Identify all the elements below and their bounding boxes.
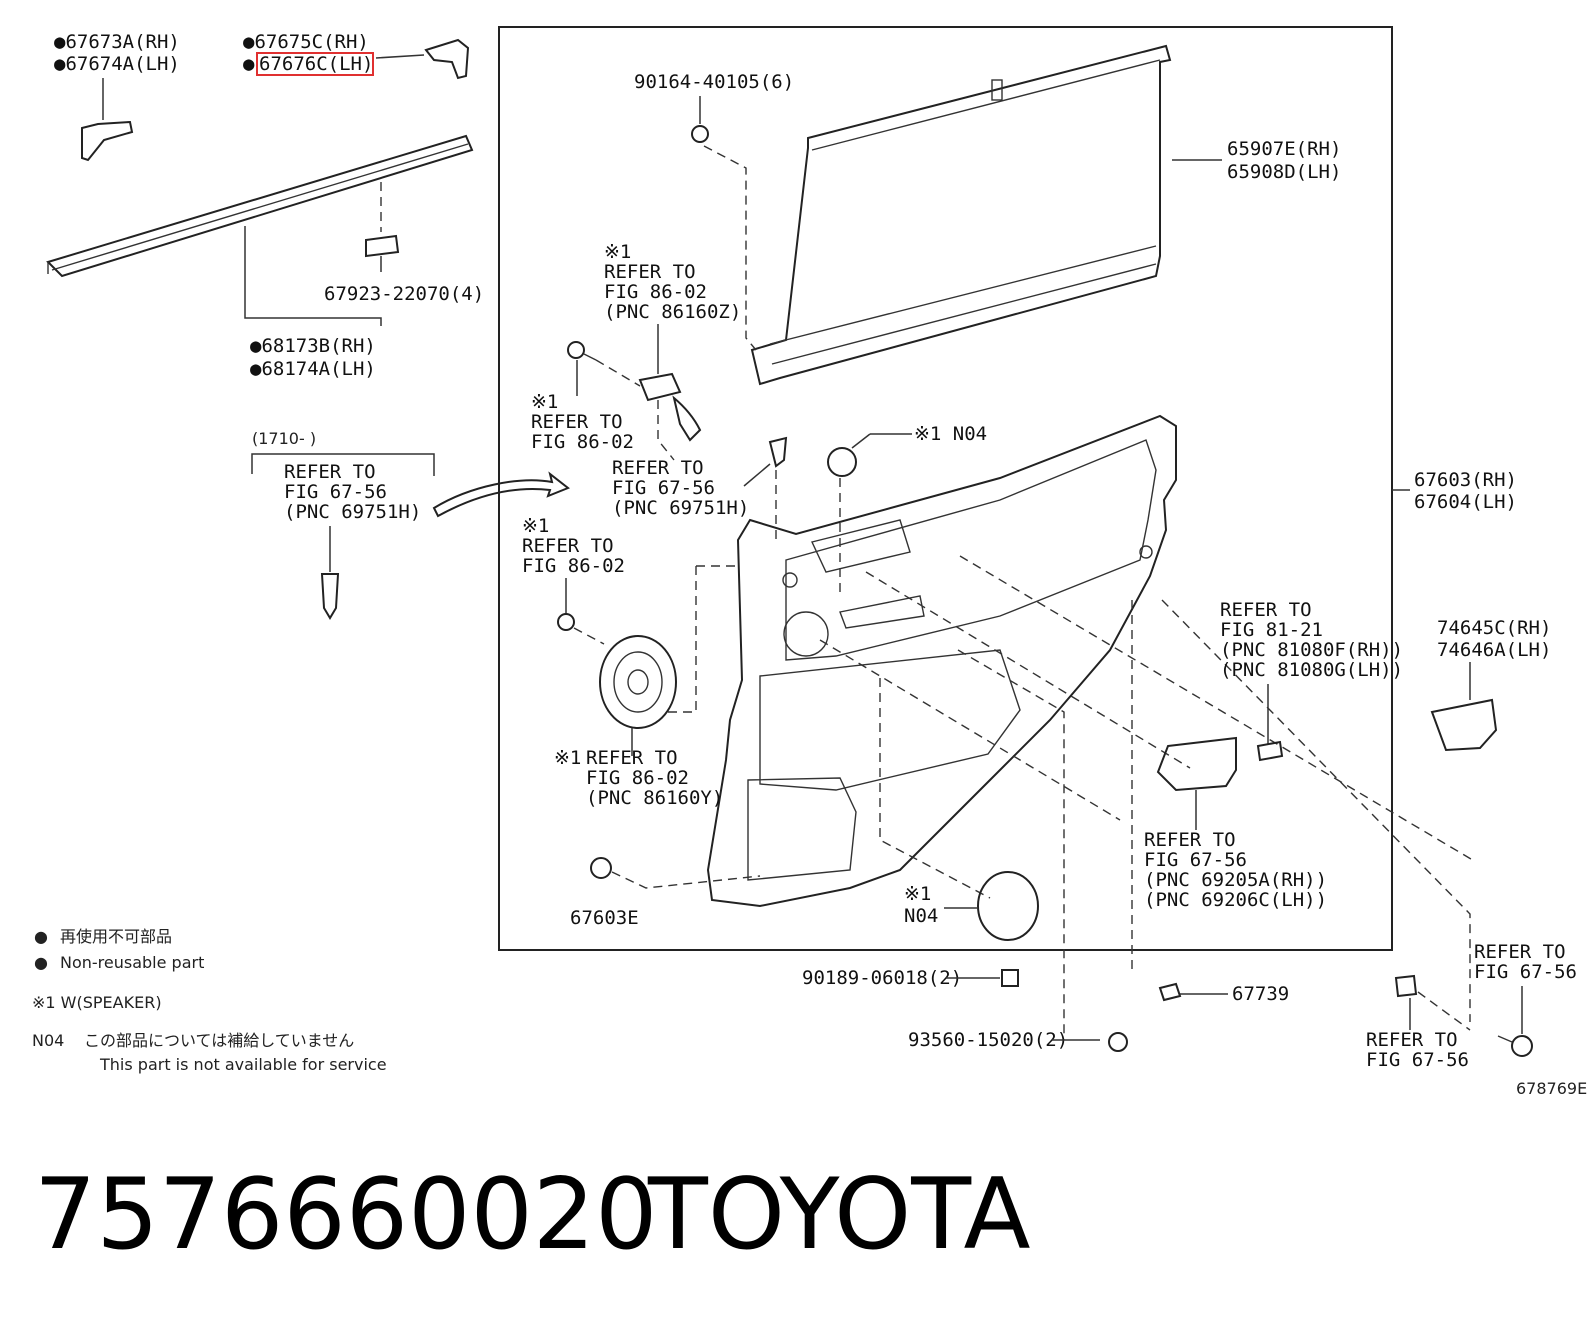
- label-n04-top: ※1 N04: [914, 423, 987, 445]
- refer-86160z-mark: ※1: [604, 241, 631, 263]
- refer-69751h-center-l2: FIG 67-56: [612, 477, 715, 499]
- clip-90189: [1001, 969, 1019, 987]
- refer-69205a-l1: REFER TO: [1144, 829, 1236, 851]
- label-67923: 67923-22070(4): [324, 283, 484, 305]
- legend-speaker: ※1 W(SPEAKER): [32, 993, 162, 1012]
- serial-range: (1710- ): [252, 429, 316, 448]
- refer-69205a-l3: (PNC 69205A(RH)): [1144, 869, 1327, 891]
- refer-69751h-center-l3: (PNC 69751H): [612, 497, 749, 519]
- pin-clip-center: [768, 436, 788, 468]
- door-trim-panel-67603: [706, 414, 1177, 908]
- label-n04-bottom-mark: ※1: [904, 883, 931, 905]
- refer-81-21-l2: FIG 81-21: [1220, 619, 1323, 641]
- figure-code: 678769E: [1516, 1079, 1587, 1098]
- screw-tweeter: [567, 341, 585, 359]
- refer-86160y-l1: REFER TO: [586, 747, 678, 769]
- pin-clip-left: [320, 573, 340, 620]
- main-frame: [498, 26, 1393, 951]
- trim-cover-74645c: [1430, 698, 1498, 752]
- refer-86160z-l3: (PNC 86160Z): [604, 301, 741, 323]
- sunshade-65907e: [750, 44, 1172, 386]
- label-74646a: 74646A(LH): [1437, 639, 1551, 661]
- speaker-86160y: [599, 635, 677, 729]
- label-74645c: 74645C(RH): [1437, 617, 1551, 639]
- label-68174a: ●68174A(LH): [250, 358, 376, 380]
- legend-en-not-available: This part is not available for service: [99, 1055, 387, 1074]
- tweeter-connector: [638, 372, 682, 402]
- clip-67603e: [590, 857, 612, 879]
- label-68173b: ●68173B(RH): [250, 335, 376, 357]
- belt-weatherstrip: [46, 134, 474, 278]
- screw-speaker: [557, 613, 575, 631]
- refer-67-56-right-l1: REFER TO: [1474, 941, 1566, 963]
- refer-86-02-a-mark: ※1: [531, 391, 558, 413]
- label-93560: 93560-15020(2): [908, 1029, 1068, 1051]
- refer-69751h-left-l1: REFER TO: [284, 461, 376, 483]
- refer-69205a-l2: FIG 67-56: [1144, 849, 1247, 871]
- clip-67923: [365, 234, 400, 258]
- label-67739: 67739: [1232, 983, 1289, 1005]
- legend-dot-2: ●: [34, 953, 48, 972]
- label-90189: 90189-06018(2): [802, 967, 962, 989]
- switch-81080f: [1256, 740, 1284, 762]
- refer-69751h-left-l3: (PNC 69751H): [284, 501, 421, 523]
- arrow-right: [432, 471, 570, 518]
- screw-fig67-56-right: [1511, 1035, 1533, 1057]
- footer-part-number: 7576660020: [34, 1158, 658, 1272]
- footer-brand: TOYOTA: [647, 1158, 1031, 1272]
- legend-jp-nonreusable: 再使用不可部品: [60, 927, 172, 946]
- legend-n04-code: N04: [32, 1031, 64, 1050]
- refer-86160y-l3: (PNC 86160Y): [586, 787, 723, 809]
- label-90164: 90164-40105(6): [634, 71, 794, 93]
- screw-93560: [1108, 1032, 1128, 1052]
- label-67676c-dot: ●: [243, 53, 255, 75]
- label-n04-bottom: N04: [904, 905, 938, 927]
- bolt-90164: [691, 125, 709, 143]
- clip-67739: [1158, 982, 1182, 1002]
- refer-86160y-mark: ※1: [554, 747, 581, 769]
- refer-86-02-b-l2: FIG 86-02: [522, 555, 625, 577]
- corner-piece-67673a: [81, 120, 134, 162]
- refer-86160z-l1: REFER TO: [604, 261, 696, 283]
- label-67675c: ●67675C(RH): [243, 31, 369, 53]
- legend-dot-1: ●: [34, 927, 48, 946]
- label-67603: 67603(RH): [1414, 469, 1517, 491]
- clip-fig67-56-left: [1394, 974, 1418, 998]
- label-67676c-highlighted[interactable]: 67676C(LH): [259, 53, 373, 75]
- refer-86-02-b-mark: ※1: [522, 515, 549, 537]
- refer-81-21-l4: (PNC 81080G(LH)): [1220, 659, 1403, 681]
- legend-jp-not-available: この部品については補給していません: [84, 1031, 354, 1050]
- refer-67-56-bottom-l2: FIG 67-56: [1366, 1049, 1469, 1071]
- refer-86-02-a-l1: REFER TO: [531, 411, 623, 433]
- label-67673a: ●67673A(RH): [54, 31, 180, 53]
- refer-81-21-l3: (PNC 81080F(RH)): [1220, 639, 1403, 661]
- cap-n04-bottom: [977, 871, 1039, 941]
- refer-67-56-right-l2: FIG 67-56: [1474, 961, 1577, 983]
- label-65908d: 65908D(LH): [1227, 161, 1341, 183]
- highlight-box: [256, 52, 374, 76]
- refer-86-02-a-l2: FIG 86-02: [531, 431, 634, 453]
- label-65907e: 65907E(RH): [1227, 138, 1341, 160]
- legend-en-nonreusable: Non-reusable part: [60, 953, 204, 972]
- corner-piece-67676c: [424, 38, 470, 80]
- inside-handle-69205a: [1156, 736, 1237, 792]
- refer-69751h-center-l1: REFER TO: [612, 457, 704, 479]
- label-67604: 67604(LH): [1414, 491, 1517, 513]
- label-67674a: ●67674A(LH): [54, 53, 180, 75]
- refer-81-21-l1: REFER TO: [1220, 599, 1312, 621]
- cap-n04-top: [827, 447, 857, 477]
- refer-69205a-l4: (PNC 69206C(LH)): [1144, 889, 1327, 911]
- refer-86-02-b-l1: REFER TO: [522, 535, 614, 557]
- refer-69751h-left-l2: FIG 67-56: [284, 481, 387, 503]
- label-67603e: 67603E: [570, 907, 639, 929]
- refer-86160y-l2: FIG 86-02: [586, 767, 689, 789]
- refer-67-56-bottom-l1: REFER TO: [1366, 1029, 1458, 1051]
- refer-86160z-l2: FIG 86-02: [604, 281, 707, 303]
